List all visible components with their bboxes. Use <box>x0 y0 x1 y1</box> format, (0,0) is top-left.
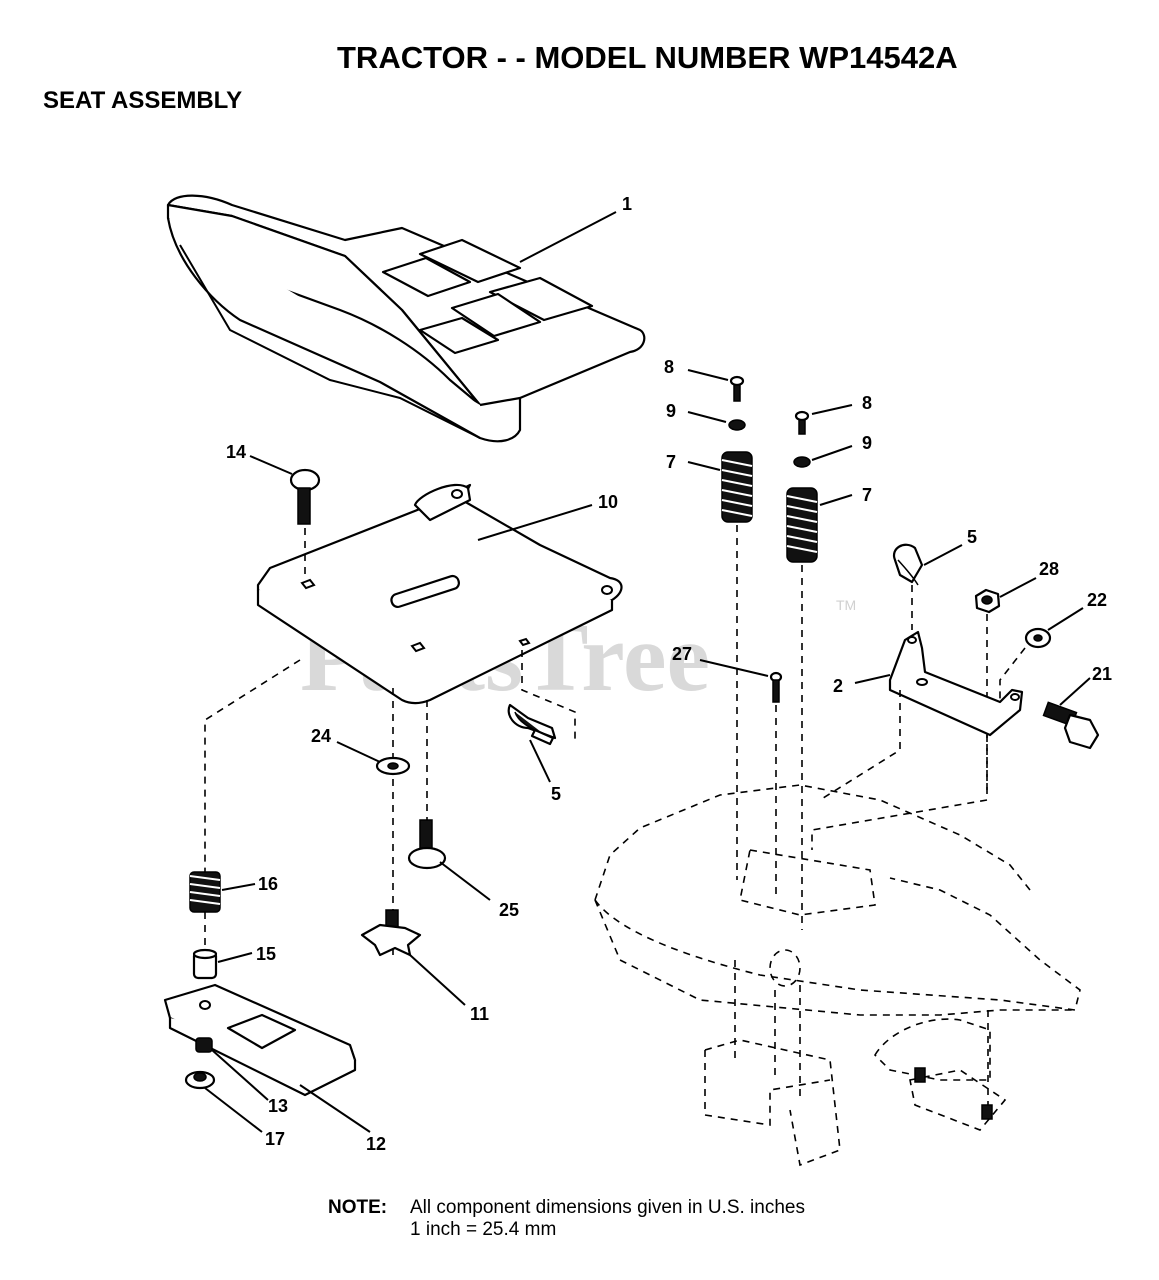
seat-part <box>166 194 646 443</box>
lock-washer-part <box>1024 627 1052 649</box>
seat-bracket-part <box>163 983 357 1097</box>
shoulder-bolt-part-right <box>1042 701 1100 750</box>
seat-pan-part <box>256 483 623 705</box>
spring-bolt-part-right <box>794 410 810 435</box>
callout-10: 10 <box>598 492 618 512</box>
callout-8-left: 8 <box>664 357 674 377</box>
callout-9-left: 9 <box>666 401 676 421</box>
callout-13: 13 <box>268 1096 288 1116</box>
clip-part-left <box>507 703 557 746</box>
callout-15: 15 <box>256 944 276 964</box>
page-title: TRACTOR - - MODEL NUMBER WP14542A <box>337 40 958 75</box>
screw-part <box>769 671 783 703</box>
callout-27: 27 <box>672 644 692 664</box>
callout-11: 11 <box>470 1004 489 1024</box>
knob-part <box>360 909 422 957</box>
callout-17: 17 <box>265 1129 285 1149</box>
callout-5-right: 5 <box>967 527 977 547</box>
clip-part-right <box>892 543 924 586</box>
note-line-2: 1 inch = 25.4 mm <box>410 1219 557 1240</box>
callout-14: 14 <box>226 442 246 462</box>
bushing-part <box>192 948 218 980</box>
seat-spring-part-left <box>721 451 753 523</box>
callout-2: 2 <box>833 676 843 696</box>
note-label: NOTE: <box>328 1197 388 1218</box>
seat-hinge-bracket-part <box>888 630 1024 737</box>
callout-16: 16 <box>258 874 278 894</box>
callout-5-left: 5 <box>551 784 561 804</box>
callout-21: 21 <box>1092 664 1112 684</box>
spring-part-left <box>189 871 221 913</box>
callout-22: 22 <box>1087 590 1107 610</box>
spring-washer-part-left <box>728 419 746 431</box>
callout-7-right: 7 <box>862 485 872 505</box>
seat-spring-part-right <box>786 487 818 563</box>
shoulder-bolt-part <box>407 819 447 870</box>
spring-bolt-part-left <box>729 375 745 402</box>
callout-1: 1 <box>622 194 632 214</box>
hex-nut-part <box>974 588 1001 614</box>
note-line-1: All component dimensions given in U.S. i… <box>410 1197 805 1218</box>
callout-25: 25 <box>499 900 519 920</box>
callout-9-right: 9 <box>862 433 872 453</box>
callout-12: 12 <box>366 1134 386 1154</box>
spring-washer-part-right <box>793 456 811 468</box>
dimension-note: NOTE: All component dimensions given in U… <box>328 1197 805 1241</box>
nut-part-bottom <box>184 1070 216 1090</box>
callout-28: 28 <box>1039 559 1059 579</box>
callout-24: 24 <box>311 726 331 746</box>
carriage-bolt-part <box>289 468 321 525</box>
fender-frame-part <box>594 784 1081 1167</box>
callout-7-left: 7 <box>666 452 676 472</box>
section-title: SEAT ASSEMBLY <box>43 87 243 114</box>
watermark-tm: TM <box>836 597 856 613</box>
spacer-part <box>195 1037 213 1053</box>
callout-8-right: 8 <box>862 393 872 413</box>
